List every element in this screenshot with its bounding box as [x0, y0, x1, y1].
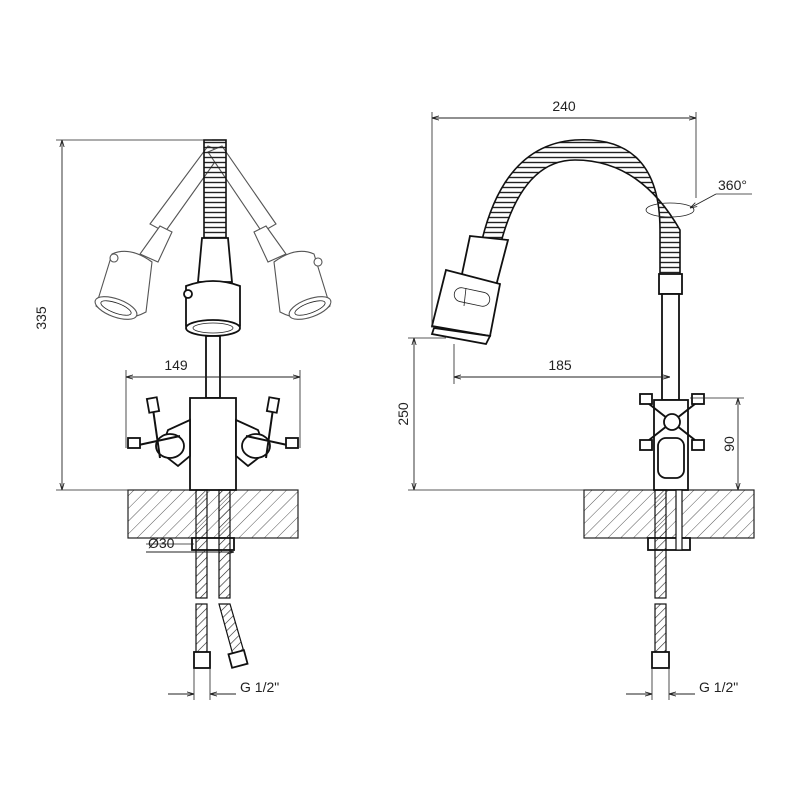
front-mixer-body [127, 396, 299, 491]
front-height-label: 335 [33, 306, 49, 330]
side-flexible-spout [430, 139, 695, 401]
front-main-spout [183, 139, 241, 399]
side-thread-label: G 1/2" [699, 679, 738, 695]
side-body-height-label: 90 [721, 436, 737, 452]
front-countertop [127, 489, 299, 539]
side-spout-height-label: 250 [395, 402, 411, 426]
side-mixer-body [639, 393, 705, 491]
front-supply-hoses [191, 489, 249, 669]
side-view: 240 360° 185 250 90 G 1/2" [395, 98, 755, 700]
side-reach-label: 240 [552, 98, 576, 114]
front-dimensions [56, 139, 301, 700]
front-handle-span-label: 149 [164, 357, 188, 373]
side-countertop [583, 489, 755, 539]
front-view: 335 149 Ø30 G 1/2" [33, 139, 332, 700]
side-spout-reach-label: 185 [548, 357, 572, 373]
side-supply-hose [647, 489, 691, 669]
side-dimensions [408, 112, 752, 700]
side-swivel-label: 360° [718, 177, 747, 193]
front-base-diameter-label: Ø30 [148, 535, 175, 551]
front-thread-label: G 1/2" [240, 679, 279, 695]
